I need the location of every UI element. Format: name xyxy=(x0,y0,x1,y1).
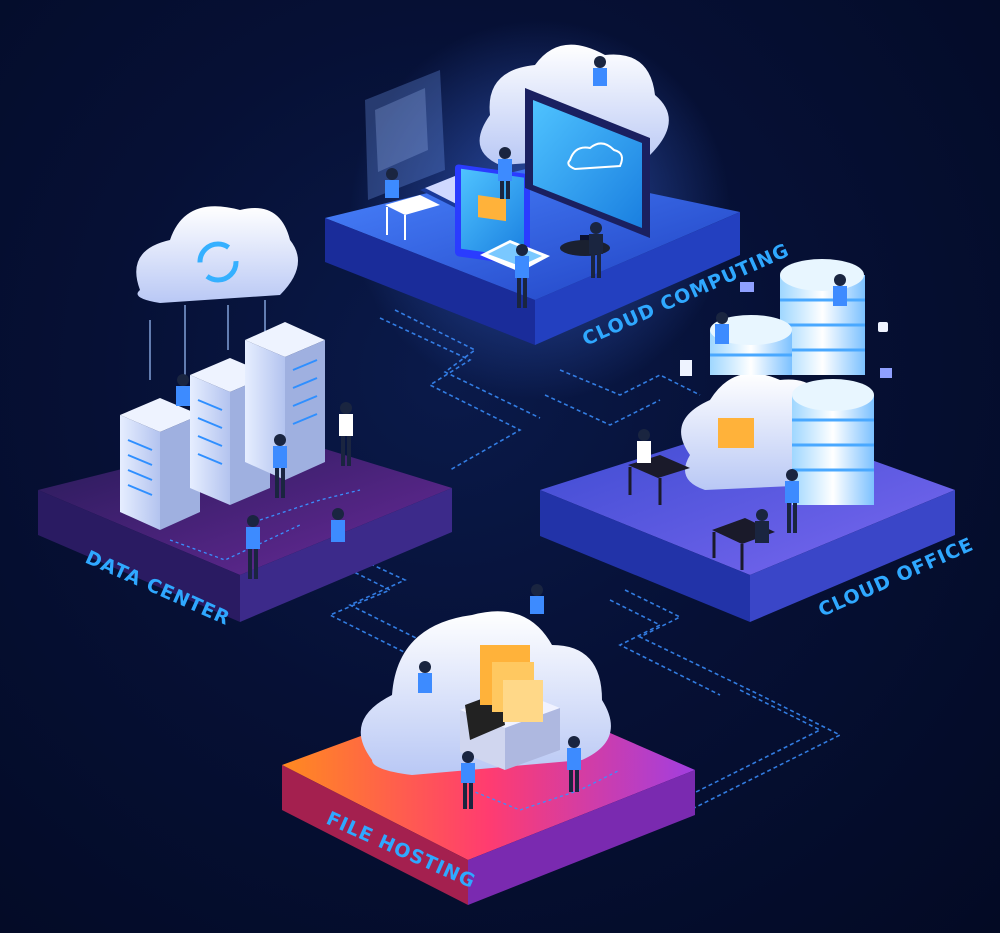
data-center-platform xyxy=(38,206,452,622)
people xyxy=(176,56,847,809)
file-hosting-platform xyxy=(282,611,695,905)
cloud-computing-platform xyxy=(325,20,740,400)
